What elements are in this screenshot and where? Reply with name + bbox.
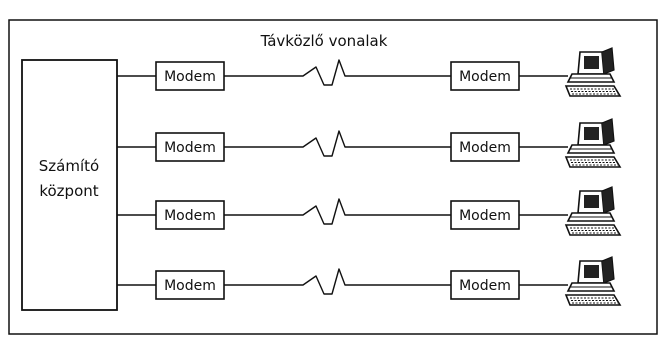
computer-terminal-icon <box>564 256 622 306</box>
right-modem-label: Modem <box>459 208 511 224</box>
computing-center-box <box>21 59 118 311</box>
right-modem-label: Modem <box>459 278 511 294</box>
right-modem-box <box>450 200 520 230</box>
right-modem-label: Modem <box>459 140 511 156</box>
computer-terminal-icon <box>564 47 622 97</box>
diagram-title: Távközlő vonalak <box>260 32 388 50</box>
right-modem-box <box>450 132 520 162</box>
diagram-frame <box>8 19 658 335</box>
computer-terminal-icon <box>564 186 622 236</box>
connection-row: Modem Modem <box>117 47 622 97</box>
telecom-line <box>224 130 451 157</box>
terminal-screen <box>584 56 599 69</box>
computing-center-label-line1: Számító <box>39 157 99 175</box>
computing-center: Számító központ <box>21 59 118 311</box>
right-modem-box <box>450 270 520 300</box>
computer-terminal-icon <box>564 118 622 168</box>
terminal-monitor-side <box>601 256 615 284</box>
left-modem-label: Modem <box>164 69 216 85</box>
terminal-screen <box>584 265 599 278</box>
telecom-line <box>224 198 451 225</box>
left-modem-label: Modem <box>164 140 216 156</box>
terminal-monitor-side <box>601 186 615 214</box>
connection-row: Modem Modem <box>117 118 622 168</box>
left-modem-label: Modem <box>164 278 216 294</box>
telecom-line <box>224 268 451 295</box>
right-modem-box <box>450 61 520 91</box>
terminal-monitor-side <box>601 47 615 75</box>
left-modem-box <box>155 270 225 300</box>
left-modem-label: Modem <box>164 208 216 224</box>
computing-center-label-line2: központ <box>39 182 98 200</box>
terminal-monitor-side <box>601 118 615 146</box>
terminal-screen <box>584 127 599 140</box>
terminal-screen <box>584 195 599 208</box>
right-modem-label: Modem <box>459 69 511 85</box>
connection-row: Modem Modem <box>117 256 622 306</box>
connection-row: Modem Modem <box>117 186 622 236</box>
left-modem-box <box>155 132 225 162</box>
telecom-line <box>224 59 451 86</box>
